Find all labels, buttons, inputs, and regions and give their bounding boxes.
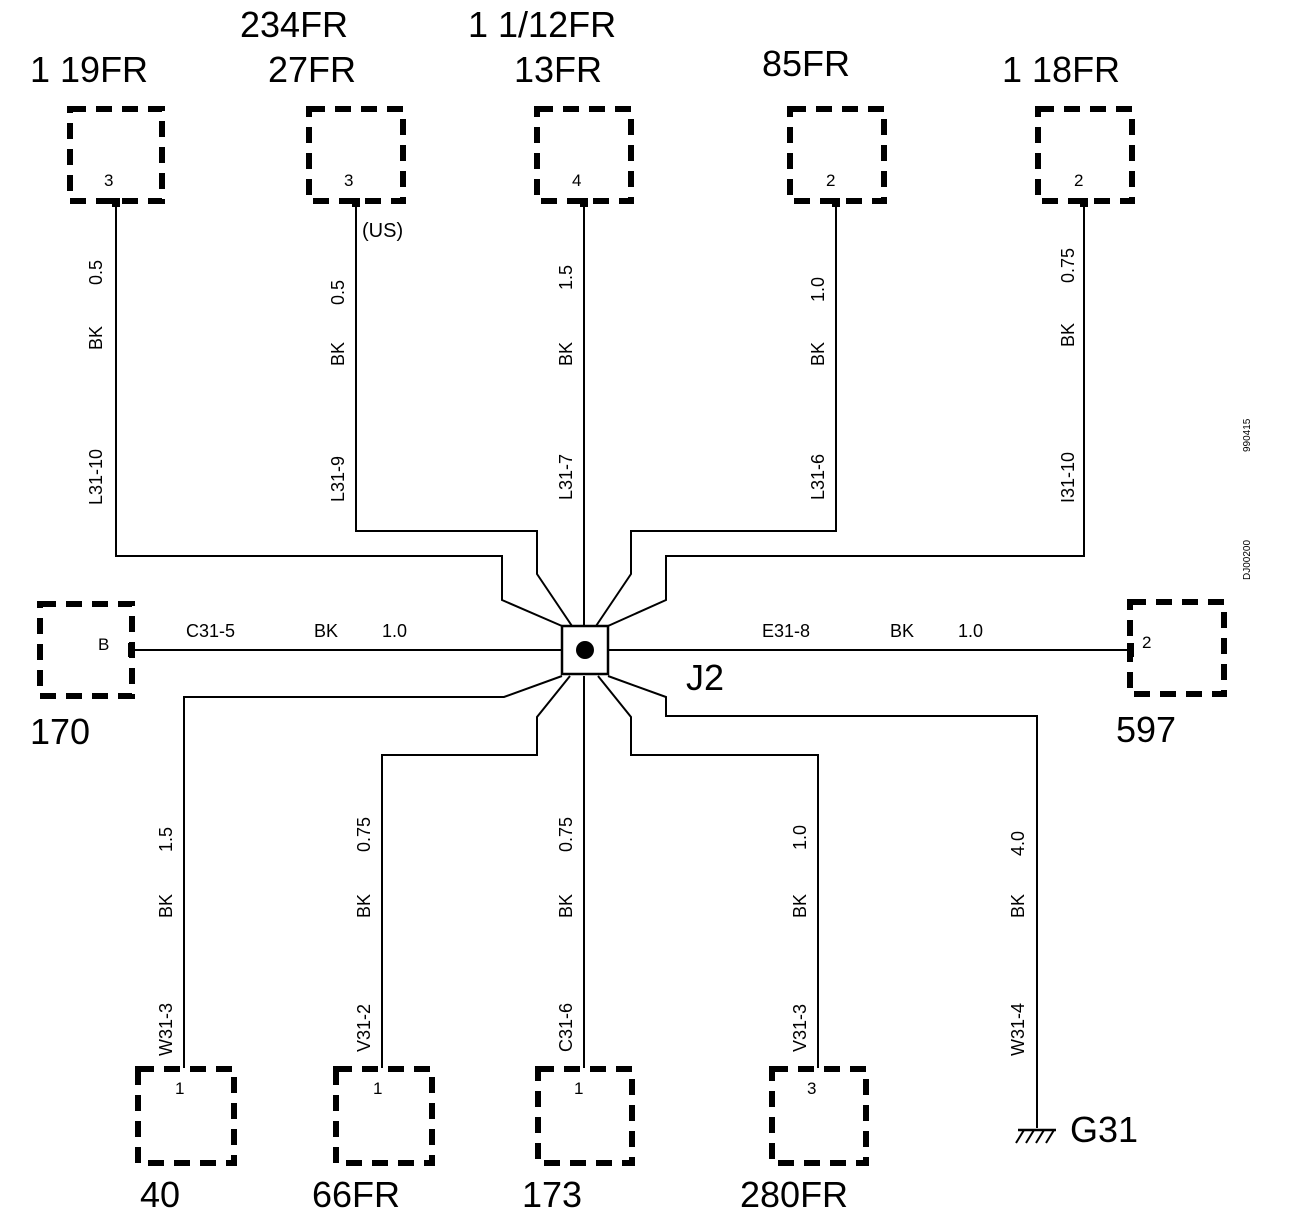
splice-j2: J2 bbox=[560, 624, 724, 698]
bottom-wire-labels: 1.5 BK W31-3 0.75 BK V31-2 0.75 BK C31-6… bbox=[156, 817, 1028, 1056]
bottom-connector-2: 1 66FR bbox=[312, 1066, 435, 1215]
connector-ref-line2: 27FR bbox=[268, 49, 356, 90]
wire-circuit: V31-2 bbox=[354, 1004, 374, 1052]
wire-circuit: C31-5 bbox=[186, 621, 235, 641]
connector-ref-line2: 13FR bbox=[514, 49, 602, 90]
wire-size: 0.5 bbox=[328, 280, 348, 305]
wire-w31-4 bbox=[607, 675, 1038, 1128]
wire-v31-2 bbox=[381, 675, 571, 1068]
wire-v31-3 bbox=[597, 675, 819, 1068]
wire-w31-3 bbox=[183, 675, 563, 1068]
pin-stub-top-2 bbox=[352, 198, 360, 207]
left-connector: B 170 C31-5 BK 1.0 bbox=[30, 601, 407, 752]
drawing-code: DJ00200 bbox=[1242, 540, 1253, 580]
wire-circuit: L31-9 bbox=[328, 456, 348, 502]
wire-size: 0.5 bbox=[86, 260, 106, 285]
wire-l31-6 bbox=[595, 205, 837, 627]
connector-pin-label: 2 bbox=[826, 171, 835, 190]
connector-ref: 1 18FR bbox=[1002, 49, 1120, 90]
wire-circuit: C31-6 bbox=[556, 1003, 576, 1052]
connector-pin-label: B bbox=[98, 635, 109, 654]
top-connector-3: 4 1 1/12FR 13FR bbox=[468, 4, 634, 204]
connector-pin-label: 3 bbox=[807, 1079, 816, 1098]
connector-ref: 40 bbox=[140, 1174, 180, 1215]
wire-size: 1.0 bbox=[958, 621, 983, 641]
wire-color: BK bbox=[1058, 323, 1078, 347]
bottom-connector-1: 1 40 bbox=[135, 1066, 237, 1215]
connector-ref-line1: 1 1/12FR bbox=[468, 4, 616, 45]
wire-size: 1.0 bbox=[382, 621, 407, 641]
wire-circuit: V31-3 bbox=[790, 1004, 810, 1052]
side-codes: 990415 DJ00200 bbox=[1242, 418, 1253, 580]
wire-size: 0.75 bbox=[1058, 248, 1078, 283]
wire-circuit: E31-8 bbox=[762, 621, 810, 641]
wire-size: 1.5 bbox=[556, 265, 576, 290]
wire-color: BK bbox=[790, 894, 810, 918]
top-connector-5: 2 1 18FR bbox=[1002, 49, 1135, 204]
wire-circuit: W31-4 bbox=[1008, 1003, 1028, 1056]
ground-label: G31 bbox=[1070, 1109, 1138, 1150]
splice-label: J2 bbox=[686, 657, 724, 698]
ground-g31: G31 bbox=[1015, 1109, 1138, 1150]
bottom-connector-4: 3 280FR bbox=[740, 1066, 869, 1215]
bottom-connector-3: 1 173 bbox=[522, 1066, 635, 1215]
top-connector-2: 3 234FR 27FR (US) bbox=[240, 4, 406, 242]
connector-ref: 170 bbox=[30, 711, 90, 752]
wire-circuit: L31-6 bbox=[808, 454, 828, 500]
right-connector: 2 597 E31-8 BK 1.0 bbox=[762, 599, 1227, 750]
wire-color: BK bbox=[808, 342, 828, 366]
pin-stub-top-1 bbox=[112, 198, 120, 207]
wire-circuit: L31-7 bbox=[556, 454, 576, 500]
connector-pin-label: 3 bbox=[104, 171, 113, 190]
wire-circuit: L31-10 bbox=[86, 449, 106, 505]
connector-ref: 173 bbox=[522, 1174, 582, 1215]
wire-size: 1.5 bbox=[156, 827, 176, 852]
connector-ref-line1: 234FR bbox=[240, 4, 348, 45]
wire-color: BK bbox=[890, 621, 914, 641]
connector-pin-label: 3 bbox=[344, 171, 353, 190]
wire-size: 4.0 bbox=[1008, 831, 1028, 856]
wire-color: BK bbox=[156, 894, 176, 918]
wire-l31-10 bbox=[115, 205, 563, 627]
top-connector-4: 2 85FR bbox=[762, 43, 887, 204]
wire-color: BK bbox=[314, 621, 338, 641]
wire-color: BK bbox=[1008, 894, 1028, 918]
figure-code: 990415 bbox=[1242, 418, 1253, 452]
wire-color: BK bbox=[328, 342, 348, 366]
wire-circuit: W31-3 bbox=[156, 1003, 176, 1056]
wire-l31-9 bbox=[355, 205, 573, 627]
connector-pin-label: 1 bbox=[175, 1079, 184, 1098]
wire-color: BK bbox=[556, 342, 576, 366]
wire-size: 1.0 bbox=[790, 825, 810, 850]
connector-ref: 1 19FR bbox=[30, 49, 148, 90]
top-connector-1: 3 1 19FR bbox=[30, 49, 165, 204]
region-note: (US) bbox=[362, 220, 403, 242]
connector-ref: 597 bbox=[1116, 709, 1176, 750]
wire-size: 1.0 bbox=[808, 277, 828, 302]
wire-circuit: I31-10 bbox=[1058, 452, 1078, 503]
connector-pin-label: 2 bbox=[1074, 171, 1083, 190]
connector-pin-label: 1 bbox=[574, 1079, 583, 1098]
pin-stub-top-3 bbox=[580, 198, 588, 207]
wires bbox=[112, 198, 1134, 1128]
wire-color: BK bbox=[354, 894, 374, 918]
connector-pin-label: 4 bbox=[572, 171, 581, 190]
connector-ref: 66FR bbox=[312, 1174, 400, 1215]
connector-pin-label: 2 bbox=[1142, 633, 1151, 652]
connector-ref: 85FR bbox=[762, 43, 850, 84]
wire-color: BK bbox=[556, 894, 576, 918]
connector-ref: 280FR bbox=[740, 1174, 848, 1215]
connector-pin-label: 1 bbox=[373, 1079, 382, 1098]
wire-color: BK bbox=[86, 326, 106, 350]
wire-size: 0.75 bbox=[556, 817, 576, 852]
wire-i31-10 bbox=[607, 205, 1085, 627]
top-wire-labels: 0.5 BK L31-10 0.5 BK L31-9 1.5 BK L31-7 … bbox=[86, 248, 1078, 505]
wire-size: 0.75 bbox=[354, 817, 374, 852]
